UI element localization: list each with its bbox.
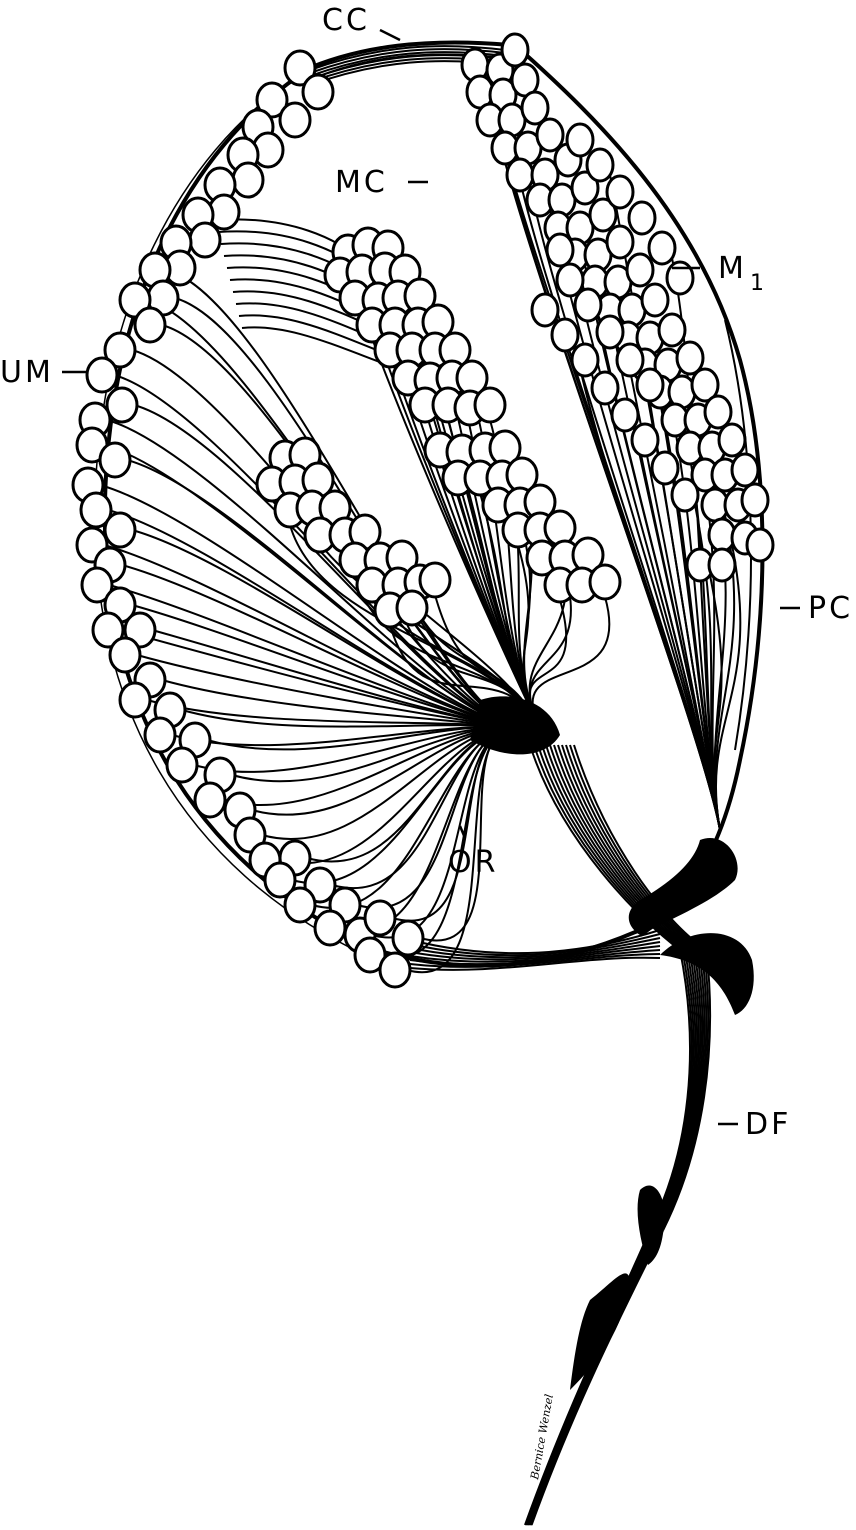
label-um: UM	[0, 355, 54, 390]
basal-body	[233, 163, 263, 197]
basal-body	[642, 284, 668, 316]
label-m1: M	[718, 251, 747, 286]
basal-body	[590, 565, 620, 599]
basal-body	[315, 911, 345, 945]
basal-body	[393, 921, 423, 955]
basal-body	[502, 34, 528, 66]
basal-body	[659, 314, 685, 346]
basal-body	[507, 159, 533, 191]
basal-body	[652, 452, 678, 484]
basal-body	[592, 372, 618, 404]
basal-body	[649, 232, 675, 264]
basal-body	[135, 308, 165, 342]
basal-body	[107, 388, 137, 422]
basal-body	[545, 511, 575, 545]
basal-body	[632, 424, 658, 456]
basal-body	[397, 591, 427, 625]
basal-body	[145, 718, 175, 752]
basal-body	[672, 479, 698, 511]
basal-body	[597, 316, 623, 348]
basal-body	[607, 226, 633, 258]
basal-body	[380, 953, 410, 987]
basal-body	[547, 234, 573, 266]
basal-body	[617, 344, 643, 376]
basal-body	[587, 149, 613, 181]
basal-body	[87, 358, 117, 392]
label-or: OR	[448, 845, 498, 880]
label-df: DF	[745, 1107, 791, 1142]
fiber-line	[420, 728, 520, 941]
basal-body	[105, 513, 135, 547]
basal-body	[552, 319, 578, 351]
basal-body	[705, 396, 731, 428]
basal-body	[167, 748, 197, 782]
basal-body	[572, 344, 598, 376]
basal-body	[532, 294, 558, 326]
basal-body	[637, 369, 663, 401]
label-cc: CC	[322, 3, 370, 38]
label-mc: MC	[335, 165, 388, 200]
basal-body	[365, 901, 395, 935]
basal-body	[575, 289, 601, 321]
tail-strand	[558, 745, 697, 950]
fiber-line	[392, 728, 520, 921]
basal-body	[475, 388, 505, 422]
basal-body	[420, 563, 450, 597]
basal-body	[629, 202, 655, 234]
label-m1-subscript: 1	[750, 271, 767, 296]
basal-body	[607, 176, 633, 208]
basal-body	[719, 424, 745, 456]
basal-body	[612, 399, 638, 431]
basal-body	[100, 443, 130, 477]
label-pc: PC	[808, 591, 853, 626]
basal-body	[110, 638, 140, 672]
basal-body	[567, 124, 593, 156]
basal-body	[190, 223, 220, 257]
tail-strand	[532, 1230, 664, 1525]
fiber-line	[172, 727, 520, 746]
fiber-line	[342, 728, 520, 931]
basal-body	[747, 529, 773, 561]
basal-body	[120, 683, 150, 717]
basal-body	[732, 454, 758, 486]
basal-body	[742, 484, 768, 516]
basal-body	[303, 75, 333, 109]
tail-strand	[554, 745, 694, 950]
dark-bundles	[470, 696, 754, 1390]
basal-body	[285, 888, 315, 922]
basal-body	[627, 254, 653, 286]
basal-body	[195, 783, 225, 817]
basal-body	[709, 549, 735, 581]
basal-body	[280, 103, 310, 137]
